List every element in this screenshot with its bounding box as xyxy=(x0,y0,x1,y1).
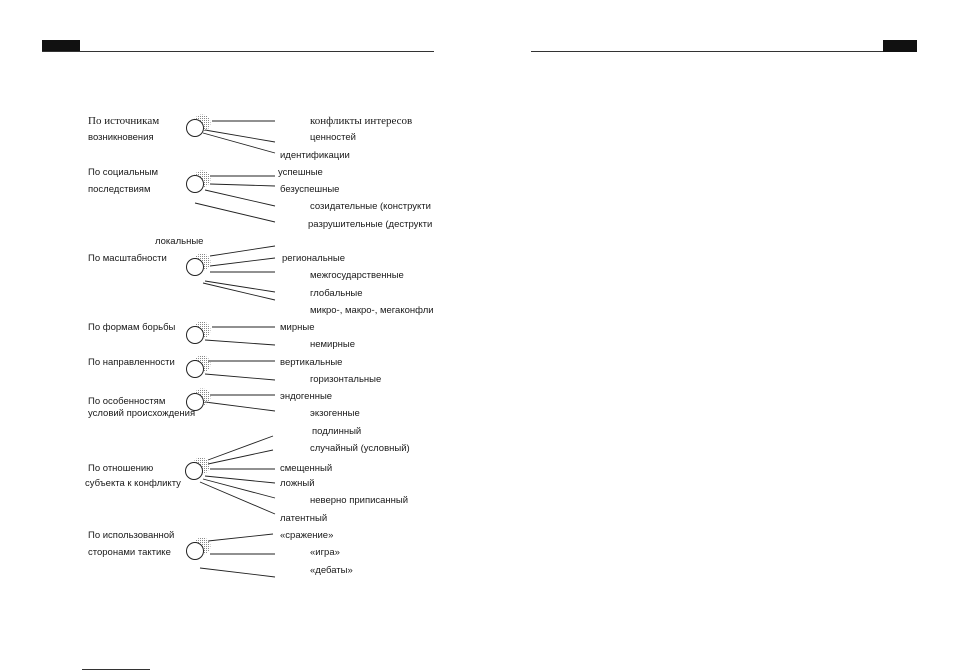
category-origin-line1: По особенностям xyxy=(88,396,166,407)
connector-line xyxy=(202,478,276,499)
type-label: горизонтальные xyxy=(310,374,382,385)
category-sources-line2: возникновения xyxy=(88,132,154,143)
connector-line xyxy=(199,481,276,515)
type-label: микро-, макро-, мегаконфли xyxy=(310,305,434,316)
connector-line xyxy=(204,189,276,207)
type-label: региональные xyxy=(282,253,346,264)
type-label: ложный xyxy=(280,478,315,489)
connector-line xyxy=(204,129,276,143)
type-label: глобальные xyxy=(310,288,363,299)
type-label: эндогенные xyxy=(280,391,333,402)
node-circle-icon xyxy=(186,355,211,378)
type-label: созидательные (конструкти xyxy=(310,201,431,212)
category-subject-line2: субъекта к конфликту xyxy=(85,478,181,489)
connector-line xyxy=(202,132,276,154)
category-sources-line1: По источникам xyxy=(88,115,160,127)
type-label: локальные xyxy=(155,236,204,247)
type-label: «дебаты» xyxy=(310,565,353,576)
right-page-header-rule xyxy=(531,51,917,52)
category-scale: По масштабности xyxy=(88,253,167,264)
type-label: смещенный xyxy=(280,463,333,474)
connector-line xyxy=(209,257,276,267)
connector-line xyxy=(204,280,276,293)
node-circle-icon xyxy=(185,457,210,480)
type-label: разрушительные (деструкти xyxy=(308,219,433,230)
category-forms: По формам борьбы xyxy=(88,322,176,333)
category-consequences-line1: По социальным xyxy=(88,167,159,178)
connector-line xyxy=(194,202,276,223)
node-circle-icon xyxy=(186,114,211,137)
connector-line xyxy=(207,435,274,461)
category-origin-line2: условий происхождения xyxy=(88,408,196,419)
connector-line xyxy=(209,245,276,257)
connector-line xyxy=(204,339,276,346)
type-label: успешные xyxy=(278,167,323,178)
type-label: ценностей xyxy=(310,132,356,143)
type-label: идентификации xyxy=(280,150,350,161)
type-label: мирные xyxy=(280,322,315,333)
node-circle-icon xyxy=(186,388,211,411)
node-circle-icon xyxy=(186,170,211,193)
connector-line xyxy=(199,567,276,578)
type-label: случайный (условный) xyxy=(310,443,410,454)
type-label: немирные xyxy=(310,339,356,350)
type-label: латентный xyxy=(280,513,328,524)
node-circle-icon xyxy=(186,253,211,276)
node-icons xyxy=(185,114,211,560)
right-page-header-tab xyxy=(883,40,917,52)
type-label: безуспешные xyxy=(280,184,340,195)
footnote-rule xyxy=(82,669,150,670)
connector-line xyxy=(202,282,276,301)
type-label: неверно приписанный xyxy=(310,495,409,506)
connector-line xyxy=(204,475,276,484)
connector-line xyxy=(204,373,276,381)
node-circle-icon xyxy=(186,537,211,560)
connector-line xyxy=(209,183,276,187)
category-subject-line1: По отношению xyxy=(88,463,154,474)
category-direction: По направленности xyxy=(88,357,175,368)
left-page-header-rule xyxy=(42,51,434,52)
type-label: «игра» xyxy=(310,547,340,558)
connector-line xyxy=(207,533,274,542)
node-circle-icon xyxy=(186,321,211,344)
category-tactics-line2: сторонами тактике xyxy=(88,547,171,558)
type-label: подлинный xyxy=(312,426,362,437)
connector-line xyxy=(204,401,276,412)
type-label: межгосударственные xyxy=(310,270,404,281)
type-label: экзогенные xyxy=(310,408,360,419)
category-tactics-line1: По использованной xyxy=(88,530,175,541)
type-label: вертикальные xyxy=(280,357,343,368)
type-label: конфликты интересов xyxy=(310,115,413,127)
connector-line xyxy=(207,449,274,465)
left-page-header-tab xyxy=(42,40,80,52)
type-label: «сражение» xyxy=(280,530,334,541)
category-consequences-line2: последствиям xyxy=(88,184,151,195)
